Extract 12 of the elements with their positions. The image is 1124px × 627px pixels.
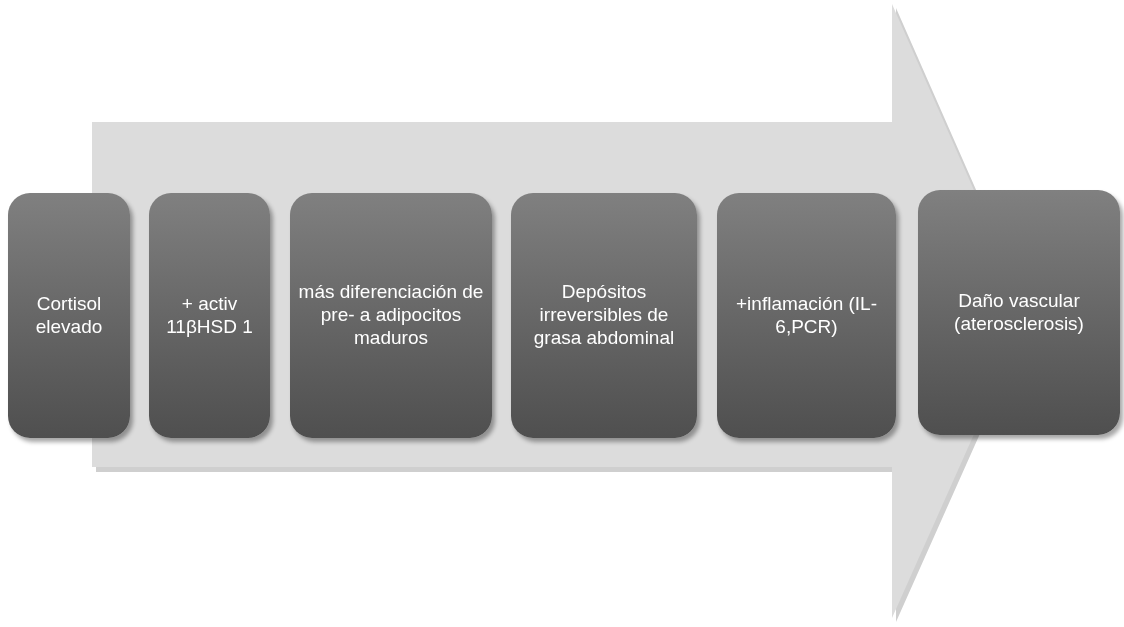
process-box [918, 190, 1120, 435]
box-text: +inflamación (IL-6,PCR) [735, 292, 878, 339]
box-text: más diferenciación de pre- a adipocitos maduros [297, 281, 485, 350]
process-box [8, 193, 130, 438]
process-box [511, 193, 697, 438]
process-box [290, 193, 492, 438]
box-text: Daño vascular (aterosclerosis) [953, 289, 1085, 336]
box-text: Depósitos irreversibles de grasa abdominal [532, 281, 676, 350]
process-box [149, 193, 270, 438]
box-text: + activ 11βHSD 1 [165, 292, 254, 339]
process-box [717, 193, 896, 438]
box-text: Cortisol elevado [34, 292, 104, 339]
